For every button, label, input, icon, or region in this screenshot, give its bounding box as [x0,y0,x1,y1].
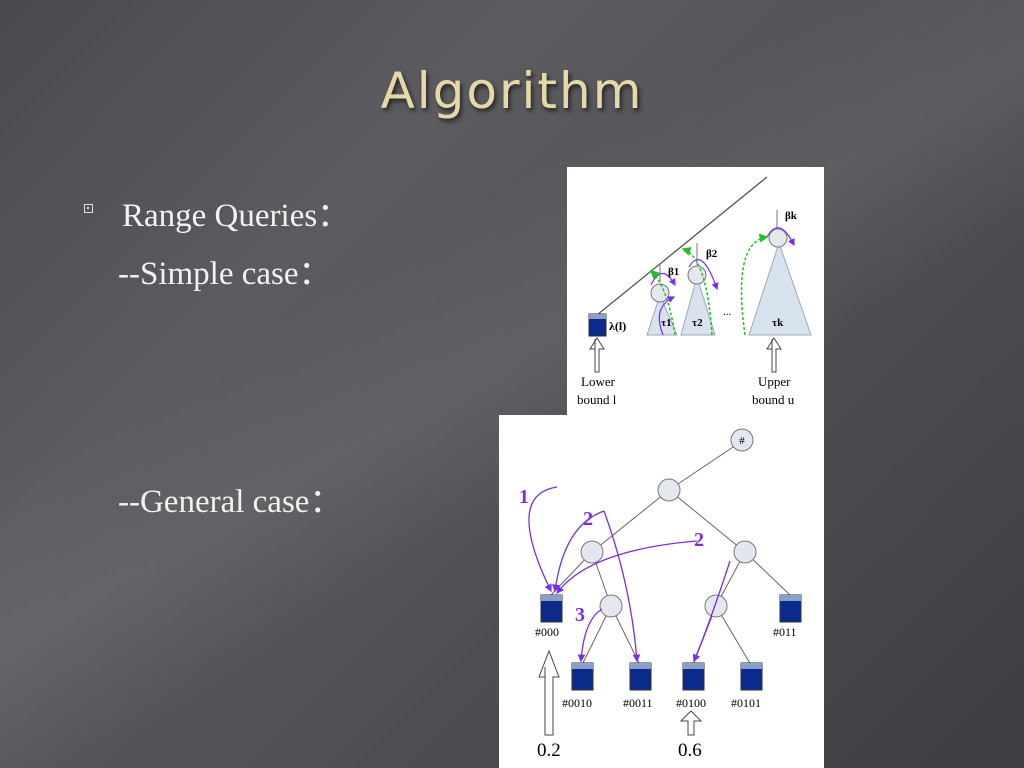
query-low-arrow-icon [538,649,560,736]
betak-label: βk [785,210,798,222]
step-label-1: 1 [519,486,529,508]
root-label: # [739,435,745,447]
leaf-bucket-0101 [740,662,763,691]
leaf-label: λ(l) [609,319,626,333]
leaf-label-011: #011 [773,625,797,639]
leaf-label-0101: #0101 [731,696,761,710]
subtree-tauk [748,241,812,336]
purple-arrow [766,227,795,247]
query-high-arrow-icon [679,710,703,736]
tree-node [704,594,728,618]
tree-node [599,594,623,618]
green-arrow [649,270,676,336]
green-arrow [681,247,713,336]
simple-case-diagram: λ(l) τ1 τ2 τk β1 β2 βk ... Lower bound l… [567,167,824,415]
spine-line [596,176,768,316]
query-low-label: 0.2 [537,740,561,761]
purple-arrow [688,259,719,291]
root-node-betak [768,228,788,248]
bullet-range-queries: Range Queries： [122,198,351,234]
leaf-label-0011: #0011 [623,696,653,710]
leaf-bucket-0011 [629,662,652,691]
step-label-2b: 2 [694,529,704,551]
tau2-label: τ2 [692,317,703,329]
upper-bound-label-2: bound u [752,392,795,407]
tree-node [580,540,604,564]
ellipsis-label: ... [723,306,732,318]
green-arrow [740,233,769,336]
lower-bound-label-1: Lower [581,374,616,389]
leaf-bucket-0010 [571,662,594,691]
purple-arrow [650,272,676,287]
purple-arrow [658,296,676,336]
leaf-label-0100: #0100 [676,696,706,710]
root-node-beta2 [687,265,707,285]
step-label-3: 3 [575,604,585,626]
subtree-tau2 [680,275,716,336]
tree-node [733,540,757,564]
beta2-label: β2 [706,248,718,260]
leaf-label-0010: #0010 [562,696,592,710]
leaf-bucket-000 [540,594,563,623]
tau1-label: τ1 [661,317,672,329]
slide-title: Algorithm [380,62,644,120]
upper-bound-label-1: Upper [758,374,791,389]
subtree-tau1 [646,293,678,336]
step-label-2a: 2 [583,508,593,530]
root-node-beta1 [650,283,670,303]
tree-node [657,478,681,502]
upper-bound-arrow-icon [766,337,782,373]
lower-bound-label-2: bound l [577,392,617,407]
general-case-diagram: # #000 #0010 #0011 #0100 #0101 #011 [499,415,824,768]
leaf-bucket-cap [589,314,606,319]
tauk-label: τk [772,317,784,329]
beta1-label: β1 [668,266,679,278]
root-node [730,428,754,452]
leaf-bucket-011 [779,594,802,623]
bullet-square-icon [84,204,93,213]
query-arrows [528,486,731,663]
leaf-label-000: #000 [535,625,559,639]
leaf-bucket-0100 [682,662,705,691]
query-high-label: 0.6 [678,740,702,761]
simple-case-label: --Simple case： [118,256,332,292]
general-case-label: --General case： [118,484,343,520]
lower-bound-arrow-icon [589,337,605,373]
